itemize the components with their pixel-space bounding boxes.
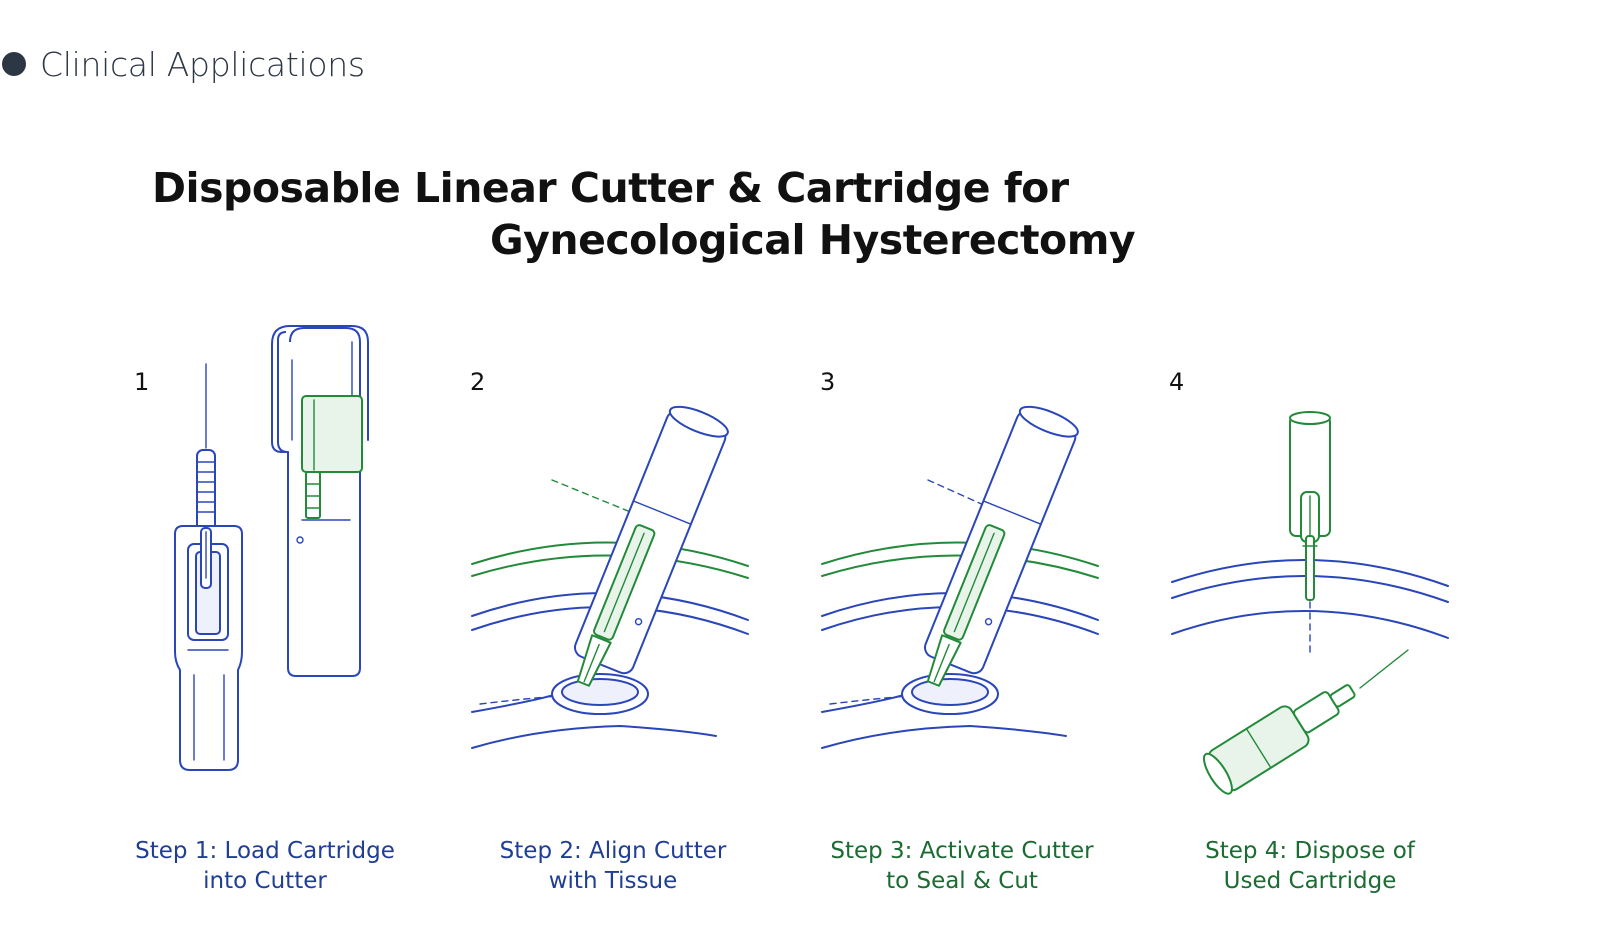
- step-4-caption-line-2: Used Cartridge: [1223, 868, 1397, 894]
- step-2-number: 2: [470, 368, 486, 396]
- step-3-number: 3: [820, 368, 836, 396]
- step-3-illustration: [820, 320, 1130, 800]
- step-2-caption-line-2: with Tissue: [548, 868, 678, 894]
- step-1-caption-line-2: into Cutter: [203, 868, 327, 894]
- align-cutter-icon: [471, 405, 749, 749]
- step-4-caption-line-1: Step 4: Dispose of: [1205, 838, 1415, 864]
- diagram-title-line-2: Gynecological Hysterectomy: [490, 216, 1136, 264]
- activate-cutter-icon: [821, 405, 1099, 749]
- step-4-illustration: [1160, 320, 1470, 800]
- step-2-caption: Step 2: Align Cutter with Tissue: [453, 836, 773, 896]
- step-4-caption: Step 4: Dispose of Used Cartridge: [1150, 836, 1470, 896]
- step-3-caption-line-1: Step 3: Activate Cutter: [830, 838, 1094, 864]
- step-2-illustration: [470, 320, 780, 800]
- load-cartridge-icon: [174, 325, 369, 771]
- step-1-illustration: [130, 320, 440, 800]
- step-3-caption-line-2: to Seal & Cut: [886, 868, 1038, 894]
- section-header: Clinical Applications: [2, 44, 365, 84]
- dispose-cartridge-icon: [1171, 411, 1449, 795]
- section-title: Clinical Applications: [40, 44, 365, 84]
- step-3-caption: Step 3: Activate Cutter to Seal & Cut: [802, 836, 1122, 896]
- step-1-caption-line-1: Step 1: Load Cartridge: [135, 838, 395, 864]
- step-1-number: 1: [134, 368, 150, 396]
- step-4-number: 4: [1169, 368, 1185, 396]
- step-1-caption: Step 1: Load Cartridge into Cutter: [105, 836, 425, 896]
- diagram-title-line-1: Disposable Linear Cutter & Cartridge for: [152, 164, 1069, 212]
- bullet-dot-icon: [2, 52, 26, 76]
- step-2-caption-line-1: Step 2: Align Cutter: [499, 838, 727, 864]
